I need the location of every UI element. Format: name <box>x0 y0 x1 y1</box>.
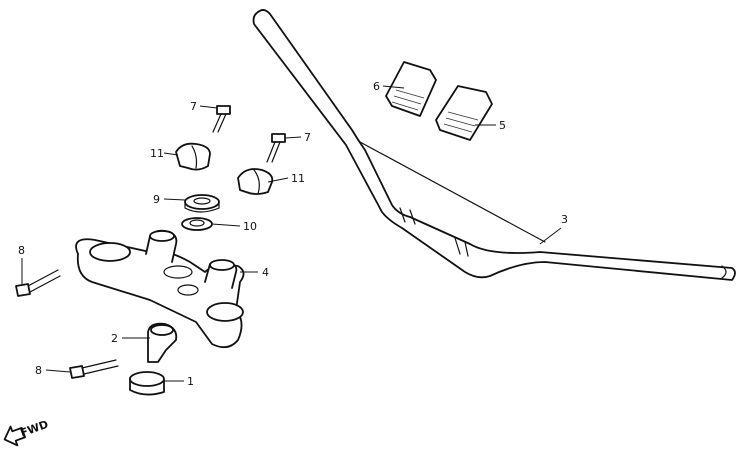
callout-bolt-upper-left: 7 <box>190 100 197 113</box>
washer <box>184 194 220 213</box>
upper-holder-right <box>237 168 274 195</box>
pad-left <box>385 61 437 117</box>
top-bridge <box>75 229 245 349</box>
forward-arrow-icon <box>3 425 27 447</box>
callout-washer: 9 <box>153 193 160 206</box>
bolt-upper-right <box>266 133 286 163</box>
forward-label: FWD <box>19 418 50 440</box>
callout-upper-holder-left: 11 <box>150 147 164 160</box>
callout-lower-holder: 2 <box>111 332 118 345</box>
cushion <box>129 371 165 396</box>
pad-right <box>435 85 493 141</box>
callout-pad-right: 5 <box>499 119 506 132</box>
collar <box>181 217 213 231</box>
lower-holder-bottom <box>147 322 178 363</box>
callout-bolt-bridge: 8 <box>18 244 25 257</box>
bolt-upper-left <box>212 105 231 133</box>
callout-collar: 10 <box>243 220 257 233</box>
bolt-lower <box>69 359 119 379</box>
bolt-bridge <box>15 269 61 297</box>
callout-top-bridge: 4 <box>262 266 269 279</box>
upper-holder-left <box>175 142 211 171</box>
callout-upper-holder-right: 11 <box>291 172 305 185</box>
handlebar <box>252 9 736 281</box>
leader-lines <box>21 85 562 382</box>
callout-labels: 3 4 2 1 11 11 7 7 9 10 8 8 6 5 <box>18 80 568 388</box>
callout-pad-left: 6 <box>373 80 380 93</box>
callout-handlebar: 3 <box>561 213 568 226</box>
callout-bolt-upper-right: 7 <box>304 131 311 144</box>
callout-bolt-lower: 8 <box>35 364 42 377</box>
callout-cushion: 1 <box>187 375 194 388</box>
forward-direction-indicator: FWD <box>3 418 50 447</box>
